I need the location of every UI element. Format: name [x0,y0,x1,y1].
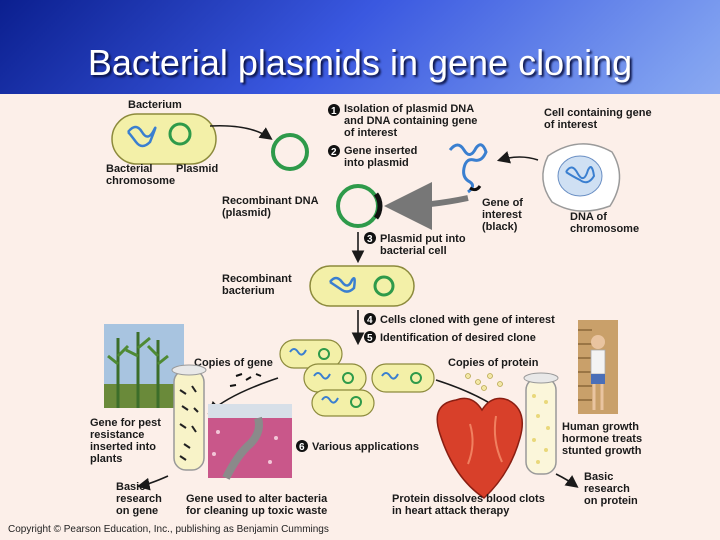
dna-fragments [448,143,488,194]
heart-image [436,397,523,499]
recombinant-bacterium-label-1: Recombinant [222,273,292,285]
test-tube-bacteria [171,364,207,471]
dna-chromosome-label-2: chromosome [570,223,639,235]
cell-gene-label-2: of interest [544,119,598,131]
pest-resistance-label-2: resistance [90,429,144,441]
gene-copies [229,373,262,387]
dna-chromosome-label-1: DNA of [570,211,607,223]
toxic-waste-label-1: Gene used to alter bacteria [186,493,328,505]
basic-research-gene-label-2: research [116,493,162,505]
test-tube-protein [523,372,559,475]
corn-plants-image [104,324,184,408]
child-height-image [578,320,618,414]
bacterial-chromosome-label-2: chromosome [106,175,175,187]
gene-cloning-diagram: Bacterium Bacterial chromosome Plasmid 1… [8,99,652,535]
gene-interest-label-3: (black) [482,221,518,233]
toxic-waste-label-2: for cleaning up toxic waste [186,505,327,517]
step-4-line-1: Cells cloned with gene of interest [380,314,555,326]
blood-clots-label-1: Protein dissolves blood clots [392,493,545,505]
recombinant-plasmid [336,184,383,228]
copies-of-protein-label: Copies of protein [448,357,539,369]
gene-interest-label-2: interest [482,209,522,221]
step-1-marker [328,104,340,116]
step-6-line-1: Various applications [312,441,419,453]
basic-research-gene-label-3: on gene [116,505,158,517]
basic-research-protein-label-2: research [584,483,630,495]
protein-copies [465,373,503,391]
cell-gene-label-1: Cell containing gene [544,107,652,119]
basic-research-gene-label-1: Basic [116,481,145,493]
diagram-panel: Bacterium Bacterial chromosome Plasmid 1… [0,94,720,540]
step-3-line-1: Plasmid put into [380,233,466,245]
bacterium-cell [111,113,217,165]
plasmid-label: Plasmid [176,163,218,175]
recombinant-dna-label-1: Recombinant DNA [222,195,319,207]
step-2-line-2: into plasmid [344,157,409,169]
copyright-notice: Copyright © Pearson Education, Inc., pub… [8,524,329,535]
recombinant-bacterium-label-2: bacterium [222,285,275,297]
toxic-waste-image [208,404,292,480]
step-5-marker [364,331,376,343]
basic-research-protein-label-1: Basic [584,471,613,483]
step-2-marker [328,145,340,157]
copies-of-gene-label: Copies of gene [194,357,273,369]
pest-resistance-label-3: inserted into [90,441,156,453]
step-2-number: 2 [331,147,337,158]
step-2-line-1: Gene inserted [344,145,417,157]
arrow-bacterium-to-plasmid [209,124,273,140]
growth-hormone-label-3: stunted growth [562,445,642,457]
arrow-gene-insertion [384,181,469,230]
cloned-bacteria-cluster [279,339,435,417]
basic-research-protein-label-3: on protein [584,495,638,507]
step-3-number: 3 [367,234,373,245]
step-1-line-1: Isolation of plasmid DNA [344,103,474,115]
bacterial-chromosome-label-1: Bacterial [106,163,152,175]
recombinant-bacterium-cell [309,265,415,307]
arrow-to-basic-research-protein [555,473,579,488]
step-5-line-1: Identification of desired clone [380,332,536,344]
slide-title: Bacterial plasmids in gene cloning [87,42,633,83]
recombinant-dna-label-2: (plasmid) [222,207,271,219]
step-4-number: 4 [367,315,373,326]
donor-cell [542,143,621,212]
step-1-line-3: of interest [344,127,398,139]
bacterium-label: Bacterium [128,99,182,111]
step-6-marker [296,440,308,452]
arrow-cell-to-dna [496,151,539,164]
step-5-number: 5 [367,333,373,344]
step-4-marker [364,313,376,325]
step-1-line-2: and DNA containing gene [344,115,477,127]
isolated-plasmid [271,133,309,171]
pest-resistance-label-1: Gene for pest [90,417,161,429]
growth-hormone-label-1: Human growth [562,421,639,433]
pest-resistance-label-4: plants [90,453,122,465]
step-3-line-2: bacterial cell [380,245,447,257]
step-6-number: 6 [299,442,305,453]
step-1-number: 1 [331,106,337,117]
growth-hormone-label-2: hormone treats [562,433,642,445]
blood-clots-label-2: in heart attack therapy [392,505,510,517]
step-3-marker [364,232,376,244]
arrow-to-basic-research-gene [136,475,169,491]
gene-interest-label-1: Gene of [482,197,523,209]
